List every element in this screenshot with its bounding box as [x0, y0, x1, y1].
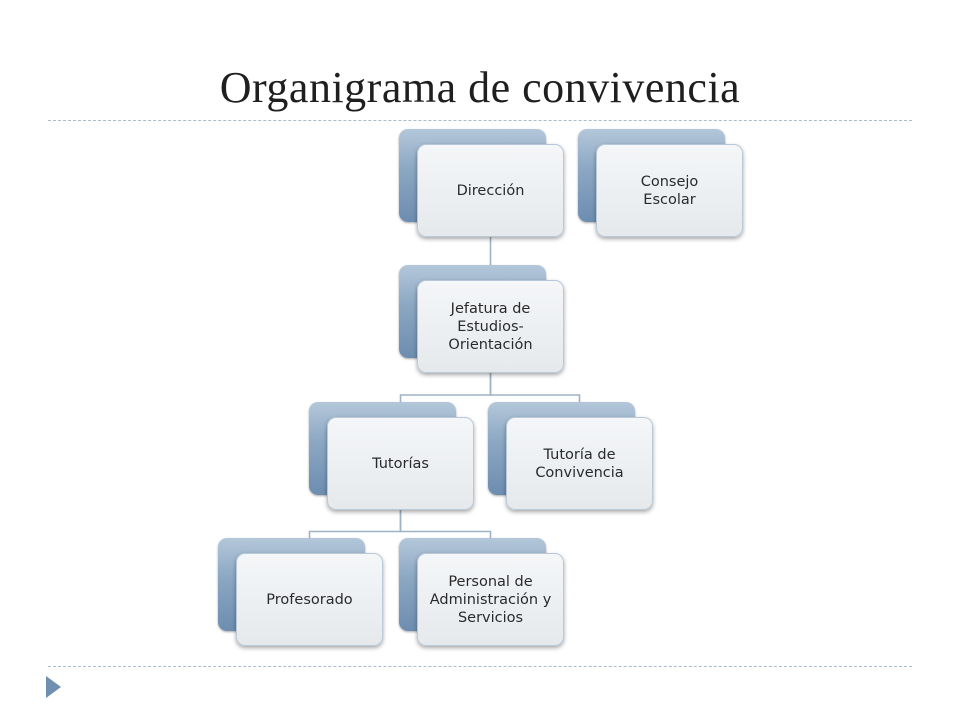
node-front-card: Jefatura de Estudios-Orientación: [417, 280, 564, 373]
bullet-arrow-icon: [46, 676, 61, 698]
node-front-card: Tutoría de Convivencia: [506, 417, 653, 510]
node-front-card: Tutorías: [327, 417, 474, 510]
node-label: Consejo Escolar: [640, 173, 699, 208]
node-front-card: Dirección: [417, 144, 564, 237]
node-label: Tutoría de Convivencia: [535, 446, 624, 481]
node-front-card: Consejo Escolar: [596, 144, 743, 237]
node-front-card: Profesorado: [236, 553, 383, 646]
node-front-card: Personal de Administración y Servicios: [417, 553, 564, 646]
node-label: Jefatura de Estudios-Orientación: [448, 300, 533, 353]
bottom-divider: [48, 666, 912, 667]
node-label: Tutorías: [372, 455, 429, 472]
node-label: Dirección: [456, 182, 525, 199]
node-label: Profesorado: [266, 591, 353, 608]
top-divider: [48, 120, 912, 121]
slide-title: Organigrama de convivencia: [219, 63, 741, 112]
node-label: Personal de Administración y Servicios: [429, 573, 552, 626]
